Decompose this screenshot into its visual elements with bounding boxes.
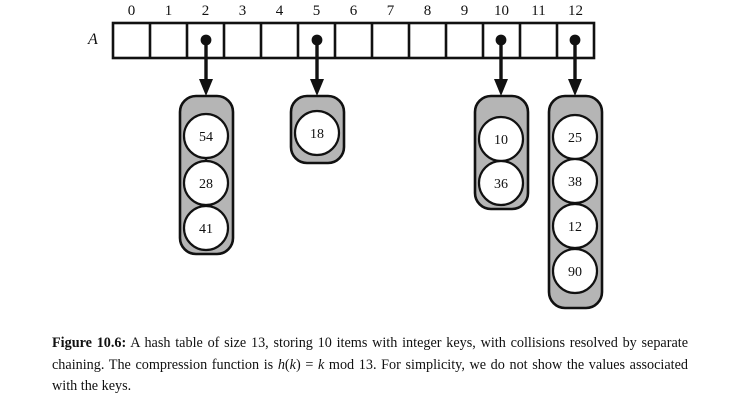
- chain-node: 38: [551, 157, 599, 205]
- chain-node-key: 41: [199, 222, 213, 237]
- index-label: 2: [201, 3, 210, 19]
- bucket-index-2: 54 28 41: [178, 94, 235, 256]
- array-name-label: A: [88, 31, 98, 48]
- bucket-index-12: 25 38 12 90: [547, 94, 604, 310]
- chain-node: 90: [551, 247, 599, 295]
- chain-node-key: 18: [310, 127, 324, 142]
- array-cells: [111, 21, 596, 60]
- hash-table-diagram: 54 28 41 18 10: [111, 21, 604, 310]
- chain-node-key: 10: [494, 133, 508, 148]
- chain-node-key: 25: [568, 131, 582, 146]
- chain-node: 28: [182, 159, 230, 207]
- pointer-arrow-index-2: [199, 34, 213, 96]
- pointer-arrow-index-5: [310, 34, 324, 96]
- chain-node: 18: [293, 109, 341, 157]
- index-label: 3: [238, 3, 247, 19]
- chain-node-key: 38: [568, 175, 582, 190]
- index-label: 8: [423, 3, 432, 19]
- figure-caption-text-2: For simplicity, we do not show the value…: [52, 356, 688, 395]
- formula-k-operand: k: [317, 356, 325, 373]
- hash-table-figure: 0 1 2 3 4 5 6 7 8 9 10 11 12 A: [88, 3, 604, 310]
- pointer-arrow-index-10: [494, 34, 508, 96]
- bucket-index-10: 10 36: [473, 94, 530, 211]
- pointer-arrow-index-12: [568, 34, 582, 96]
- index-label: 4: [275, 3, 284, 19]
- figure-caption: Figure 10.6: A hash table of size 13, st…: [52, 333, 688, 398]
- chain-node-key: 90: [568, 265, 582, 280]
- chain-node: 10: [477, 115, 525, 163]
- index-label: 1: [164, 3, 173, 19]
- chain-node: 36: [477, 159, 525, 207]
- formula-equals: =: [300, 356, 318, 373]
- index-label: 5: [312, 3, 321, 19]
- figure-caption-label: Figure 10.6:: [52, 335, 127, 351]
- chain-node-key: 36: [494, 177, 508, 192]
- formula-mod: mod 13.: [324, 356, 377, 373]
- index-label: 6: [349, 3, 358, 19]
- chain-node: 25: [551, 113, 599, 161]
- index-label: 0: [127, 3, 136, 19]
- formula-k-arg: k: [289, 356, 296, 373]
- chain-node-key: 12: [568, 220, 582, 235]
- index-label: 11: [531, 3, 546, 19]
- index-label: 12: [568, 3, 583, 19]
- formula-paren-open: (: [284, 356, 290, 373]
- index-label: 7: [386, 3, 395, 19]
- chain-node: 54: [182, 112, 230, 160]
- index-label: 9: [460, 3, 469, 19]
- formula-h: h: [277, 356, 285, 373]
- formula-paren-close: ): [295, 356, 301, 373]
- chain-node: 12: [551, 202, 599, 250]
- chain-node-key: 28: [199, 177, 213, 192]
- figure-caption-text-1: A hash table of size 13, storing 10 item…: [52, 335, 688, 373]
- chain-node: 41: [182, 204, 230, 252]
- index-label: 10: [494, 3, 509, 19]
- chain-node-key: 54: [199, 130, 213, 145]
- bucket-index-5: 18: [289, 94, 346, 165]
